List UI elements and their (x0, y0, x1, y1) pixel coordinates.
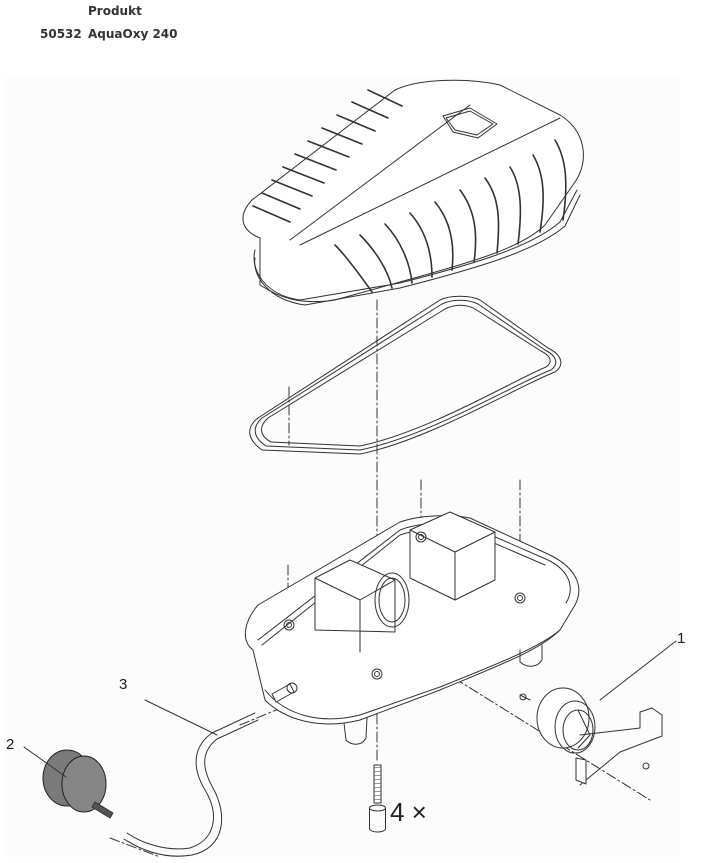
screw-quantity: 4 × (390, 797, 427, 827)
product-number: 50532 (40, 27, 82, 41)
pump-housing (244, 511, 580, 745)
callout-1: 1 (677, 630, 686, 647)
callout-3: 3 (119, 676, 128, 693)
housing-screw (369, 764, 386, 833)
product-name: AquaOxy 240 (88, 27, 178, 41)
part-2-air-stone (23, 746, 114, 819)
gasket-seal (249, 295, 562, 455)
part-1-wall-holder (519, 640, 677, 786)
product-column-header: Produkt (88, 4, 142, 18)
cover-lid (242, 79, 584, 306)
callout-2: 2 (6, 736, 15, 753)
part-3-air-hose (123, 699, 259, 857)
